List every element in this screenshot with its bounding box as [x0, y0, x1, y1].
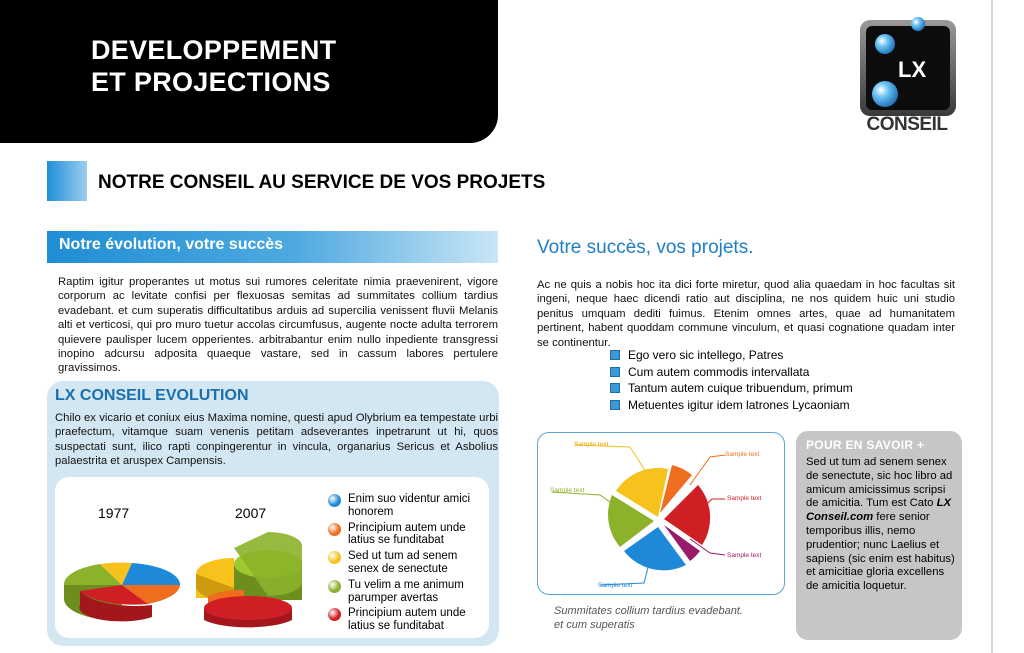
- logo-mark: LX: [898, 57, 927, 82]
- chart-label: Sample text: [550, 487, 585, 494]
- bullet-text: Metuentes igitur idem latrones Lycaoniam: [628, 397, 850, 412]
- bullet-item: Metuentes igitur idem latrones Lycaoniam: [610, 397, 853, 414]
- legend-label: Sed ut tum ad senem senex de senectute: [348, 550, 458, 575]
- brand-link[interactable]: LX Conseil.com: [806, 497, 952, 524]
- square-bullet-icon: [610, 350, 620, 361]
- legend-item: Principium autem unde latius se funditab…: [328, 607, 488, 633]
- logo-text: CONSEIL: [866, 114, 948, 135]
- left-band: [47, 231, 498, 263]
- bullet-text: Cum autem commodis intervallata: [628, 364, 810, 379]
- legend-label: Tu velim a me animum parumper avertas: [348, 578, 464, 604]
- lx-logo-icon: [860, 17, 956, 116]
- legend-label: Enim suo videntur amici honorem: [348, 493, 471, 518]
- section-square-icon: [47, 161, 87, 201]
- chart-caption-line-1: Summitates collium tardius evadebant.: [554, 605, 743, 617]
- square-bullet-icon: [610, 399, 620, 410]
- legend-item: Sed ut tum ad senem senex de senectute: [328, 550, 488, 576]
- info-sidebar-text-part: fere senior temporibus illis, nemo prude…: [806, 511, 955, 593]
- legend-label: Principium autem unde latius se funditab…: [348, 607, 466, 633]
- legend-dot-icon: [328, 494, 341, 507]
- bullet-item: Tantum autem cuique tribuendum, primum: [610, 380, 853, 397]
- legend-dot-icon: [328, 522, 341, 536]
- evolution-title: LX CONSEIL EVOLUTION: [55, 387, 249, 404]
- year-label-1977: 1977: [98, 505, 130, 521]
- square-bullet-icon: [610, 383, 620, 394]
- header-banner: [0, 0, 498, 143]
- page-title-line-2: ET PROJECTIONS: [91, 67, 331, 97]
- legend-label: Principium autem unde latius se funditab…: [348, 521, 466, 547]
- legend-dot-icon: [328, 579, 341, 593]
- info-sidebar-text-part: Sed ut tum ad senem senex de senectute, …: [806, 456, 953, 510]
- info-sidebar: [796, 431, 962, 640]
- page-title: DEVELOPPEMENT ET PROJECTIONS: [91, 34, 336, 98]
- pie-chart-1977-icon: [63, 562, 181, 622]
- chart-caption-line-2: et cum superatis: [554, 619, 635, 631]
- info-sidebar-title: POUR EN SAVOIR +: [806, 438, 925, 452]
- evolution-paragraph: Chilo ex vicario et coniux eius Maxima n…: [55, 412, 498, 468]
- chart-label: Sample text: [598, 582, 633, 589]
- legend-item: Tu velim a me animum parumper avertas: [328, 579, 488, 605]
- bullet-item: Cum autem commodis intervallata: [610, 364, 853, 381]
- info-sidebar-text: Sed ut tum ad senem senex de senectute, …: [806, 456, 956, 594]
- bullet-text: Ego vero sic intellego, Patres: [628, 348, 784, 363]
- page-title-line-1: DEVELOPPEMENT: [91, 35, 337, 65]
- legend-dot-icon: [328, 608, 341, 622]
- chart-caption: Summitates collium tardius evadebant. et…: [554, 604, 784, 632]
- legend-item: Enim suo videntur amici honorem: [328, 493, 488, 519]
- exploded-pie-chart-icon: [551, 444, 726, 586]
- section-title: NOTRE CONSEIL AU SERVICE DE VOS PROJETS: [98, 172, 546, 193]
- right-title: Votre succès, vos projets.: [537, 237, 754, 258]
- bullet-item: Ego vero sic intellego, Patres: [610, 347, 853, 364]
- left-paragraph: Raptim igitur properantes ut motus sui r…: [58, 276, 498, 375]
- bullet-text: Tantum autem cuique tribuendum, primum: [628, 381, 853, 396]
- right-divider: [991, 0, 993, 653]
- chart-label: Sample text: [727, 552, 762, 559]
- year-label-2007: 2007: [235, 505, 267, 521]
- square-bullet-icon: [610, 366, 620, 377]
- chart-label: Sample text: [725, 451, 760, 458]
- chart-label: Sample text: [574, 441, 609, 448]
- legend-dot-icon: [328, 551, 341, 565]
- pie-chart-2007-icon: [196, 532, 302, 628]
- chart-label: Sample text: [727, 495, 762, 502]
- legend-item: Principium autem unde latius se funditab…: [328, 522, 488, 548]
- left-band-title: Notre évolution, votre succès: [59, 236, 284, 253]
- right-paragraph: Ac ne quis a nobis hoc ita dici forte mi…: [537, 279, 955, 349]
